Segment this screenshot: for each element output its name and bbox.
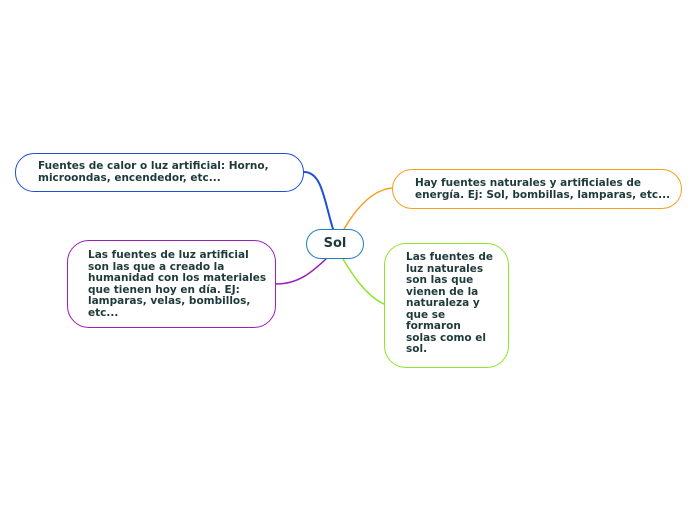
- branch-text-artificial-light-sources: Las fuentes de luz artificial son las qu…: [88, 249, 267, 319]
- branch-text-natural-and-artificial-sources: Hay fuentes naturales y artificiales de …: [415, 177, 671, 201]
- branch-node-natural-light-sources[interactable]: Las fuentes de luz naturales son las que…: [384, 243, 509, 368]
- branch-node-natural-and-artificial-sources[interactable]: Hay fuentes naturales y artificiales de …: [392, 169, 682, 209]
- connector-top-left: [303, 171, 334, 230]
- connector-bottom-left: [275, 258, 327, 285]
- branch-node-artificial-light-sources[interactable]: Las fuentes de luz artificial son las qu…: [67, 240, 276, 328]
- central-topic-node[interactable]: Sol: [306, 229, 364, 259]
- branch-node-artificial-heat-sources[interactable]: Fuentes de calor o luz artificial: Horno…: [15, 153, 304, 192]
- branch-text-natural-light-sources: Las fuentes de luz naturales son las que…: [406, 251, 494, 355]
- branch-text-artificial-heat-sources: Fuentes de calor o luz artificial: Horno…: [38, 160, 269, 184]
- central-topic-label: Sol: [323, 236, 347, 251]
- connector-bottom-right: [342, 258, 385, 305]
- connector-top-right: [343, 187, 393, 230]
